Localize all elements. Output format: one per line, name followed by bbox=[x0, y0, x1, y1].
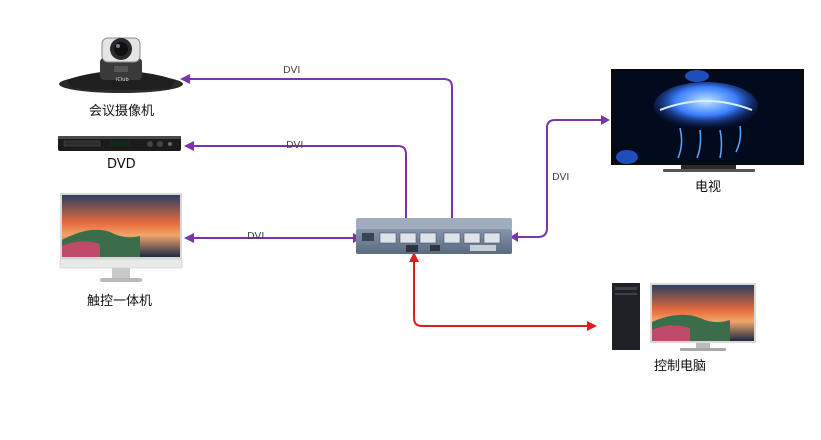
dvd-label: DVD bbox=[107, 157, 136, 172]
tv-device bbox=[611, 69, 804, 172]
pc-label: 控制电脑 bbox=[654, 359, 707, 374]
matrix-switcher bbox=[356, 218, 512, 254]
aio-label: 触控一体机 bbox=[87, 294, 153, 309]
dvd-device bbox=[58, 136, 181, 151]
connection-label-tv: DVI bbox=[552, 172, 570, 183]
connection-label-dvd: DVI bbox=[286, 140, 304, 151]
camera-device bbox=[59, 37, 183, 93]
camera-brand-badge: iClub bbox=[116, 77, 129, 83]
tv-label: 电视 bbox=[695, 180, 722, 195]
line-matrix-to-tv bbox=[510, 115, 610, 242]
connection-label-aio: DVI bbox=[247, 231, 265, 242]
line-matrix-to-pc bbox=[409, 252, 597, 331]
camera-label: 会议摄像机 bbox=[89, 104, 155, 119]
connection-label-camera: DVI bbox=[283, 65, 301, 76]
line-camera-to-matrix bbox=[180, 74, 457, 236]
line-aio-to-matrix bbox=[184, 233, 362, 243]
aio-device bbox=[59, 193, 183, 282]
pc-device bbox=[612, 283, 756, 351]
